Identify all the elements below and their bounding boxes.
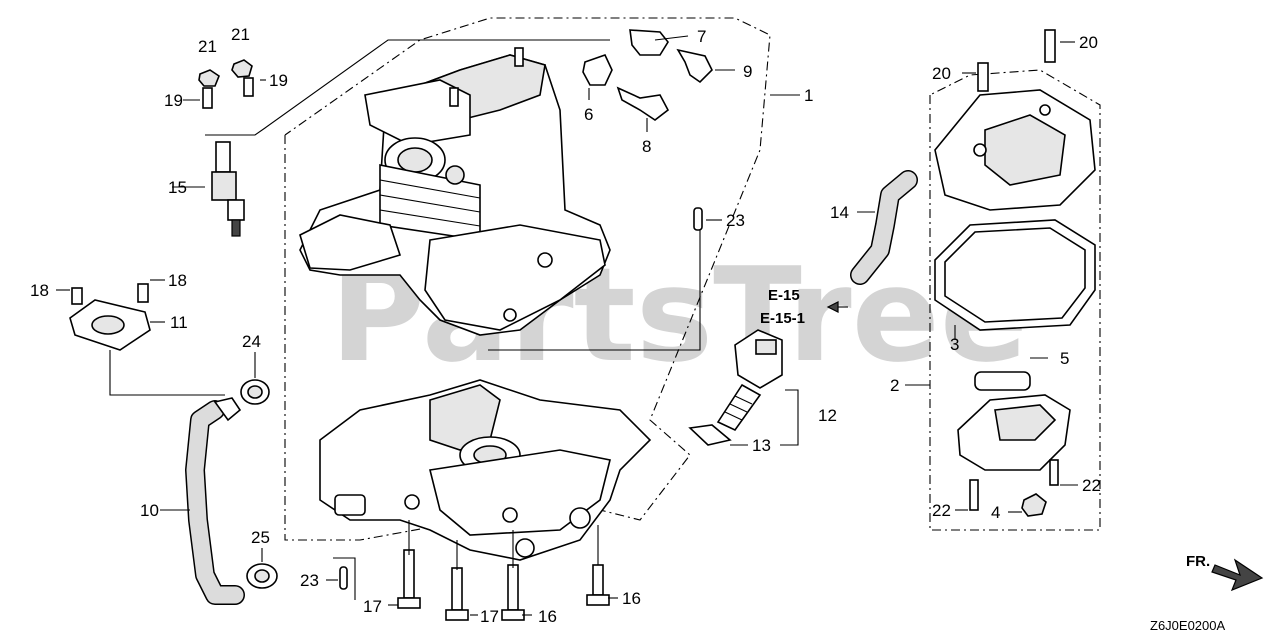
callout-23-b: 23 (300, 571, 319, 590)
fuel-hose (185, 397, 245, 605)
callout-13: 13 (752, 436, 771, 455)
callout-17-a: 17 (363, 597, 382, 616)
callout-25: 25 (251, 528, 270, 547)
cross-ref-e15: E-15 (768, 287, 800, 304)
figure-code: Z6J0E0200A (1150, 618, 1225, 633)
callout-3: 3 (950, 335, 959, 354)
leader-lines (56, 41, 1078, 616)
cylinder-block-assembly (299, 47, 611, 336)
callout-10: 10 (140, 501, 159, 520)
callout-24: 24 (242, 332, 261, 351)
callout-15: 15 (168, 178, 187, 197)
cover-plate (69, 283, 225, 396)
callout-11: 11 (170, 313, 188, 332)
callout-23-a: 23 (726, 211, 745, 230)
callout-4: 4 (991, 503, 1000, 522)
callout-18-b: 18 (168, 271, 187, 290)
callout-7: 7 (697, 27, 706, 46)
callout-19-a: 19 (164, 91, 183, 110)
callout-20-a: 20 (932, 64, 951, 83)
callout-8: 8 (642, 137, 651, 156)
hose-clips (240, 379, 278, 589)
callout-21-a: 21 (198, 37, 217, 56)
direction-label: FR. (1186, 553, 1210, 570)
callout-1: 1 (804, 86, 813, 105)
front-direction-arrow: FR. (1186, 553, 1264, 592)
head-cover-assembly (929, 29, 1101, 531)
callout-6: 6 (584, 105, 593, 124)
callout-22-b: 22 (1082, 476, 1101, 495)
oil-filler (688, 329, 799, 446)
callout-17-b: 17 (480, 607, 499, 626)
callout-20-b: 20 (1079, 33, 1098, 52)
cross-ref-e15-1: E-15-1 (760, 310, 805, 327)
pins (333, 207, 703, 600)
rocker-parts (582, 29, 735, 121)
callout-22-a: 22 (932, 501, 951, 520)
callout-19-b: 19 (269, 71, 288, 90)
callout-18-a: 18 (30, 281, 49, 300)
cross-reference: E-15 E-15-1 (760, 287, 848, 327)
crankcase (319, 379, 652, 561)
assembly-1-frame (205, 17, 800, 541)
callout-12: 12 (818, 406, 837, 425)
studs-and-nuts (198, 59, 254, 109)
callout-16-b: 16 (622, 589, 641, 608)
callout-21-b: 21 (231, 25, 250, 44)
callout-16-a: 16 (538, 607, 557, 626)
spark-plug (211, 141, 245, 237)
callout-9: 9 (743, 62, 752, 81)
callout-numbers: 1 2 3 4 5 6 7 8 9 10 11 12 13 14 15 16 1… (30, 25, 1101, 626)
breather-hose (850, 170, 918, 285)
callout-2: 2 (890, 376, 899, 395)
crankcase-bolts (397, 520, 610, 621)
callout-14: 14 (830, 203, 849, 222)
callout-5: 5 (1060, 349, 1069, 368)
